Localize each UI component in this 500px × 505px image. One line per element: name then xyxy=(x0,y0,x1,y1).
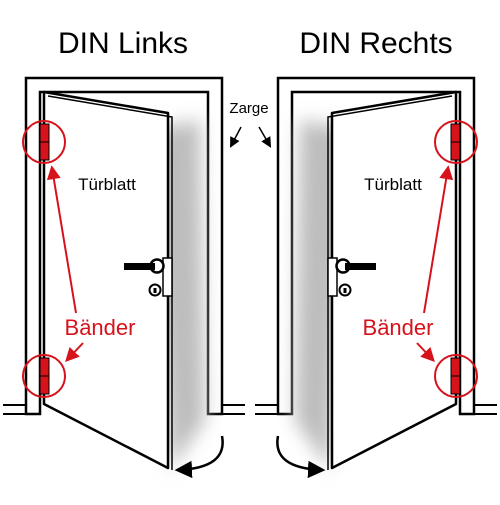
frame-label-group: Zarge xyxy=(229,100,272,148)
door-leaf-label-left: Türblatt xyxy=(78,175,136,194)
hinge-bottom-left xyxy=(22,354,66,398)
door-handle-left xyxy=(124,257,173,297)
din-links-panel: DIN Links Türblatt xyxy=(3,27,245,479)
hinge-arrow-bottom-left xyxy=(65,342,84,363)
hinge-arrow-bottom-right xyxy=(416,342,435,363)
door-leaf-left xyxy=(42,90,173,470)
frame-label: Zarge xyxy=(229,100,268,117)
hinge-top-right xyxy=(434,120,478,164)
door-leaf-right xyxy=(327,90,458,470)
door-handle-right xyxy=(327,257,376,297)
swing-arrow-right xyxy=(276,435,326,479)
swing-arrow-left xyxy=(174,435,224,479)
hinge-arrow-top-right xyxy=(423,165,454,314)
door-leaf-label-right: Türblatt xyxy=(364,175,422,194)
din-links-title: DIN Links xyxy=(58,27,188,60)
door-frame-left xyxy=(24,76,224,416)
hinge-label-left: Bänder xyxy=(65,315,136,340)
hinge-label-right: Bänder xyxy=(363,315,434,340)
din-rechts-panel: DIN Rechts Türblatt xyxy=(255,27,497,479)
hinge-arrow-top-left xyxy=(46,165,77,314)
door-frame-right xyxy=(276,76,476,416)
hinge-bottom-right xyxy=(434,354,478,398)
hinge-top-left xyxy=(22,120,66,164)
floor-line-right xyxy=(255,404,497,415)
din-rechts-title: DIN Rechts xyxy=(299,27,452,60)
